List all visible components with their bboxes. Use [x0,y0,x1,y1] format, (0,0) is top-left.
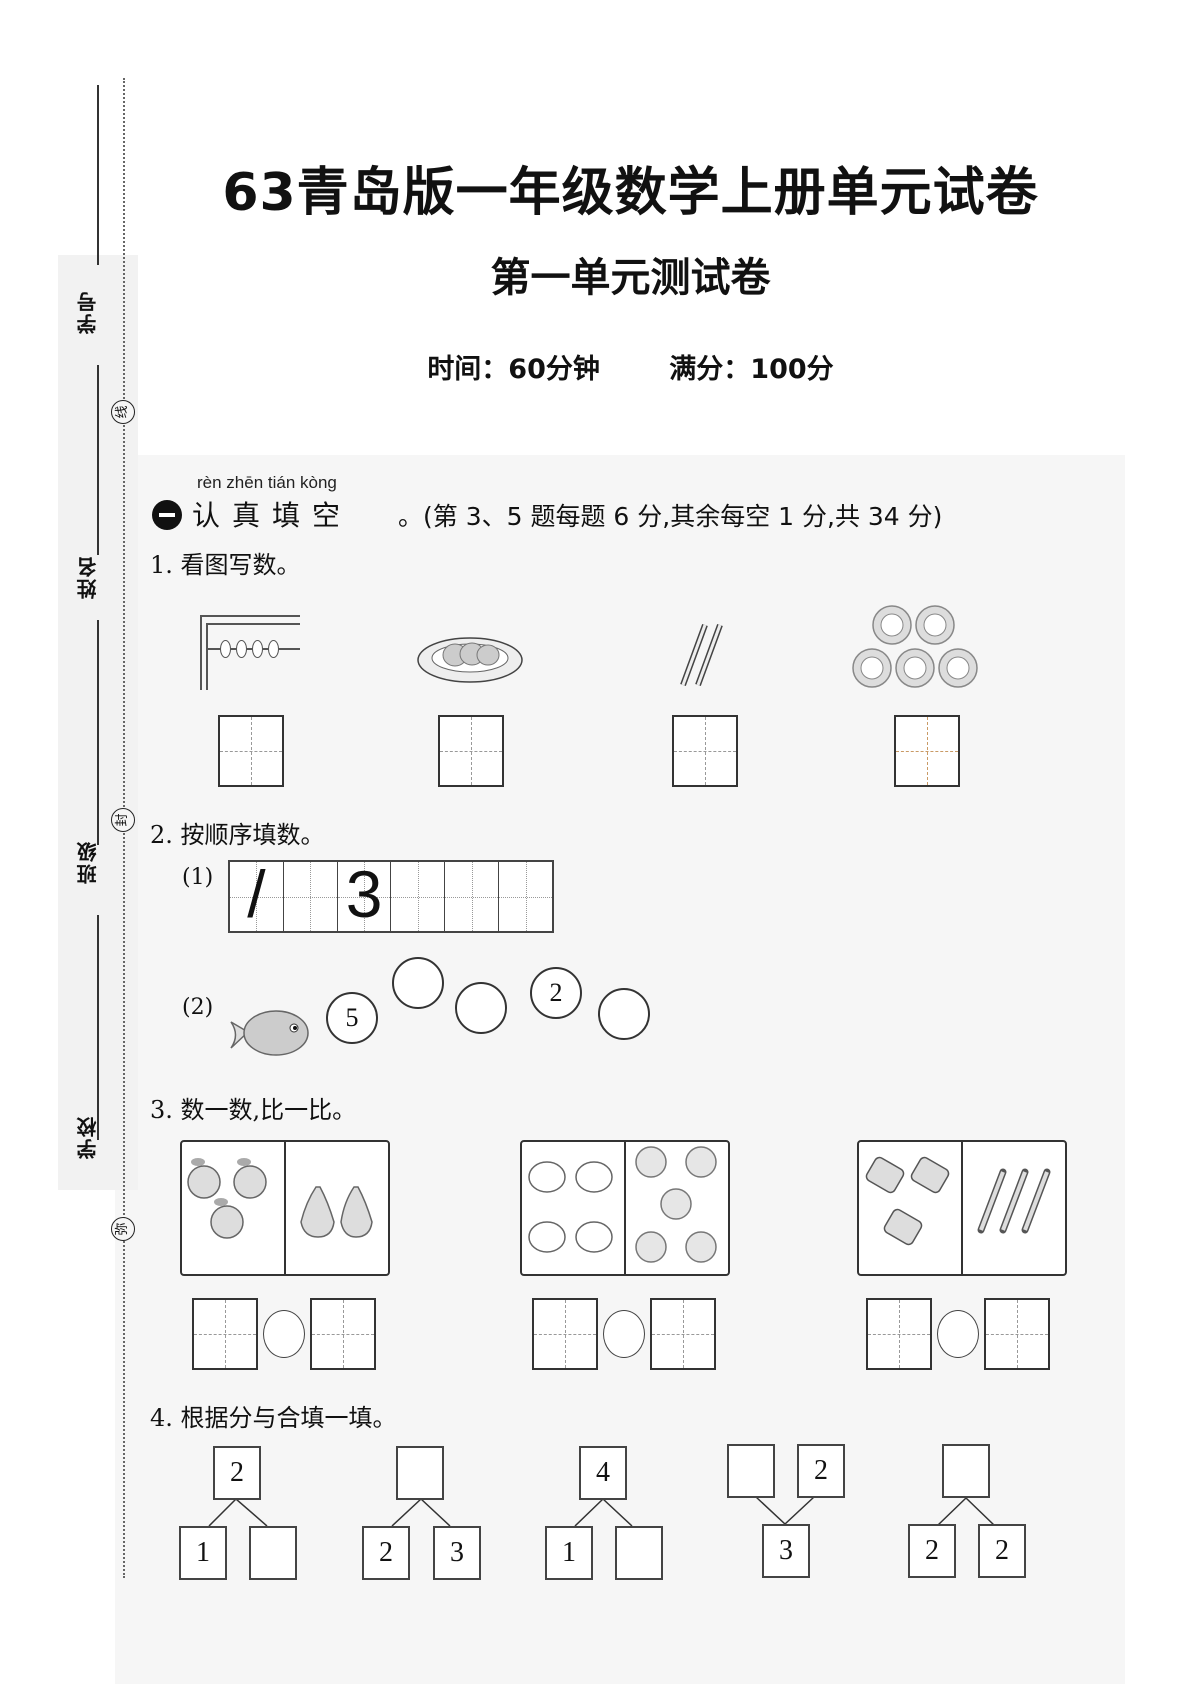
q2-part2-label: (2) [182,995,214,1020]
sequence-circle-1[interactable]: 5 [326,992,378,1044]
q3-count-box[interactable] [984,1298,1050,1370]
sequence-circle-2[interactable] [392,957,444,1009]
time-limit: 时间：60分钟 [427,354,600,385]
section-number-badge-icon [152,500,182,530]
pencils-group [963,1142,1065,1274]
compare-panel-3 [857,1140,1067,1276]
q1-answer-box-3[interactable] [672,715,738,787]
erasers-group [859,1142,963,1274]
bond-right-box[interactable]: 3 [433,1526,481,1580]
q1-answer-box-2[interactable] [438,715,504,787]
q3-compare-oval[interactable] [603,1310,645,1358]
plate-icon [417,637,523,683]
full-score: 满分：100分 [669,354,834,385]
sequence-cell[interactable] [499,862,552,931]
bees-icon [528,1161,613,1253]
bond-right-box[interactable] [615,1526,663,1580]
paper-title: 63青岛版一年级数学上册单元试卷 [222,163,1039,223]
bond-top-box[interactable]: 4 [579,1446,627,1500]
flowers-group [626,1142,728,1274]
fish-icon [230,1010,309,1056]
section-title: 认真填空 [192,499,353,532]
q3-count-box[interactable] [650,1298,716,1370]
q3-label: 3. 数一数,比一比。 [150,1096,357,1124]
flowers-icon [852,605,978,688]
sequence-grid: / 3 [228,857,554,933]
q3-count-box[interactable] [532,1298,598,1370]
bees-group [522,1142,626,1274]
bond-top-box[interactable] [396,1446,444,1500]
sequence-cell[interactable] [283,862,338,931]
bond-top-right-box[interactable]: 2 [797,1444,845,1498]
compare-panel-2 [520,1140,730,1276]
school-line [97,915,99,1140]
q3-count-box[interactable] [192,1298,258,1370]
daisy-icon [635,1146,717,1263]
pencils-icon [977,1168,1051,1234]
pears-icon [300,1186,373,1238]
compare-panel-1 [180,1140,390,1276]
q3-compare-oval[interactable] [937,1310,979,1358]
q1-label: 1. 看图写数。 [150,551,301,579]
sequence-cell[interactable]: 3 [337,857,392,931]
q3-compare-oval[interactable] [263,1310,305,1358]
sequence-circle-4[interactable]: 2 [530,967,582,1019]
q1-answer-box-4[interactable] [894,715,960,787]
section-pinyin: rèn zhēn tián kòng [197,473,337,492]
bond-top-box[interactable] [942,1444,990,1498]
bond-right-box[interactable] [249,1526,297,1580]
q4-label: 4. 根据分与合填一填。 [150,1404,397,1432]
sequence-circle-5[interactable] [598,988,650,1040]
bond-top-left-box[interactable] [727,1444,775,1498]
paper-meta: 时间：60分钟 满分：100分 [35,347,1191,386]
sequence-cell[interactable] [391,862,446,931]
q2-label: 2. 按顺序填数。 [150,821,325,849]
bond-left-box[interactable]: 2 [362,1526,410,1580]
section-scoring-note: 。(第 3、5 题每题 6 分,其余每空 1 分,共 34 分) [398,502,943,531]
erasers-icon [865,1156,950,1246]
q3-count-box[interactable] [310,1298,376,1370]
bond-right-box[interactable]: 2 [978,1524,1026,1578]
q2-part1-label: (1) [182,865,214,890]
paper-subtitle: 第一单元测试卷 [490,255,771,301]
sticks-icon [680,623,723,687]
header-area [140,0,1191,455]
q3-count-box[interactable] [866,1298,932,1370]
name-line [97,365,99,555]
bond-bottom-box[interactable]: 3 [762,1524,810,1578]
bond-top-box[interactable]: 2 [213,1446,261,1500]
pears-group [286,1142,388,1274]
bond-left-box[interactable]: 1 [179,1526,227,1580]
apples-icon [187,1158,267,1239]
sequence-circle-3[interactable] [455,982,507,1034]
sequence-cell[interactable] [445,862,500,931]
abacus-icon [200,615,305,695]
student-id-line [97,85,99,265]
q1-answer-box-1[interactable] [218,715,284,787]
apples-group [182,1142,286,1274]
sequence-cell[interactable]: / [230,857,284,931]
class-line [97,620,99,845]
bond-left-box[interactable]: 1 [545,1526,593,1580]
bond-left-box[interactable]: 2 [908,1524,956,1578]
